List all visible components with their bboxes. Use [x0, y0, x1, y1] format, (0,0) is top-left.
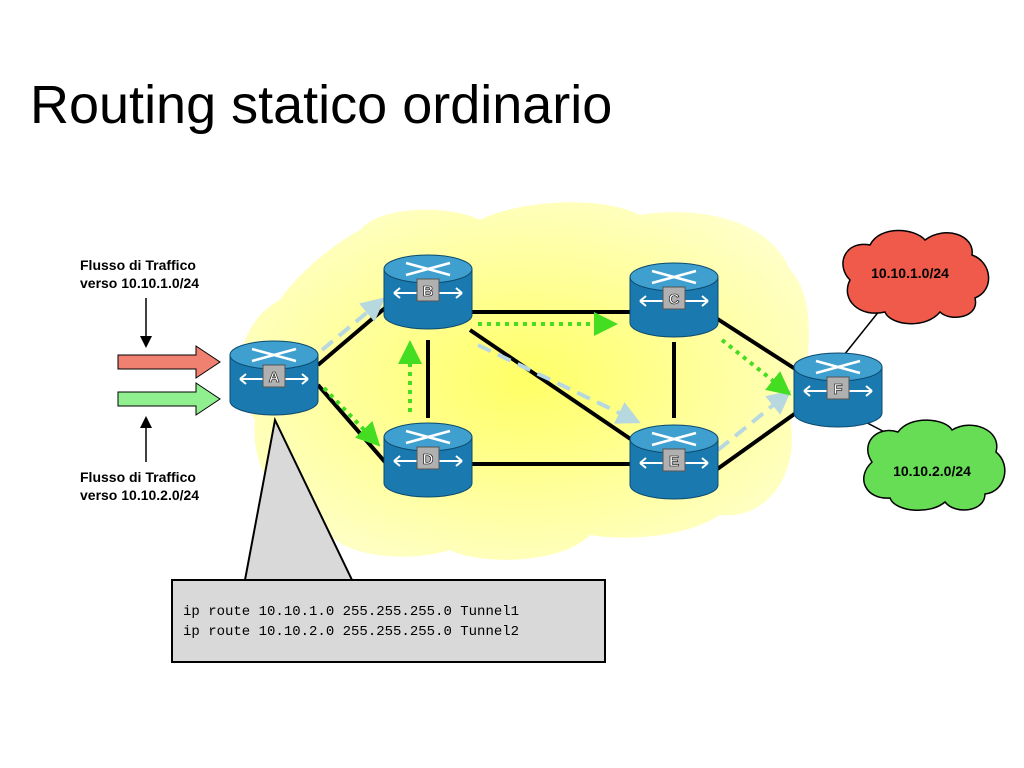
router-b-routing-icon [405, 261, 451, 277]
network-cloud-2-label: 10.10.2.0/24 [893, 463, 971, 479]
router-c-routing-icon [651, 269, 697, 285]
router-a: A [229, 340, 319, 416]
router-e-routing-icon [651, 431, 697, 447]
page-title: Routing statico ordinario [30, 75, 613, 135]
traffic-flow-2-line2: verso 10.10.2.0/24 [80, 487, 200, 503]
tunnel-2-path [322, 312, 792, 447]
router-f: F [793, 352, 883, 428]
router-d-label: D [423, 451, 434, 468]
router-a-routing-icon [251, 347, 297, 363]
routers: A B C D E F [229, 254, 883, 500]
config-box: ip route 10.10.1.0 255.255.255.0 Tunnel1… [171, 579, 606, 663]
router-c-label-box [662, 286, 686, 310]
link-e-f [714, 408, 802, 472]
router-e: E [629, 424, 719, 500]
link-c-f [714, 316, 802, 374]
tunnel-1-path [320, 297, 792, 452]
router-d-label-box [416, 446, 440, 470]
router-c: C [629, 262, 719, 338]
router-c-label: C [669, 291, 680, 308]
router-b-label-box [416, 278, 440, 302]
traffic-flow-1-arrow [117, 345, 221, 379]
router-f-routing-icon [815, 359, 861, 375]
router-a-label-box [262, 364, 286, 388]
link-a-d [316, 383, 387, 464]
traffic-flow-1-line2: verso 10.10.1.0/24 [80, 275, 200, 291]
traffic-flow-2-label: Flusso di Traffico verso 10.10.2.0/24 [80, 468, 199, 504]
router-d-routing-icon [405, 429, 451, 445]
router-e-label: E [669, 453, 679, 470]
config-line-1: ip route 10.10.1.0 255.255.255.0 Tunnel1 [183, 604, 520, 620]
traffic-flow-2-line1: Flusso di Traffico [80, 469, 196, 485]
router-a-label: A [269, 369, 280, 386]
router-f-label: F [833, 381, 842, 398]
router-e-label-box [662, 448, 686, 472]
router-b-label: B [423, 283, 434, 300]
router-d: D [383, 422, 473, 498]
backbone-cloud [239, 202, 809, 560]
traffic-flow-1-label: Flusso di Traffico verso 10.10.1.0/24 [80, 256, 199, 292]
network-cloud-2: 10.10.2.0/24 [863, 419, 1006, 512]
router-b: B [383, 254, 473, 330]
traffic-flow-1-line1: Flusso di Traffico [80, 257, 196, 273]
network-cloud-1: 10.10.1.0/24 [842, 229, 990, 325]
router-f-label-box [826, 376, 850, 400]
link-b-e [468, 328, 634, 442]
network-cloud-1-label: 10.10.1.0/24 [871, 265, 949, 281]
config-line-2: ip route 10.10.2.0 255.255.255.0 Tunnel2 [183, 624, 520, 640]
traffic-flow-2-arrow [117, 382, 221, 416]
